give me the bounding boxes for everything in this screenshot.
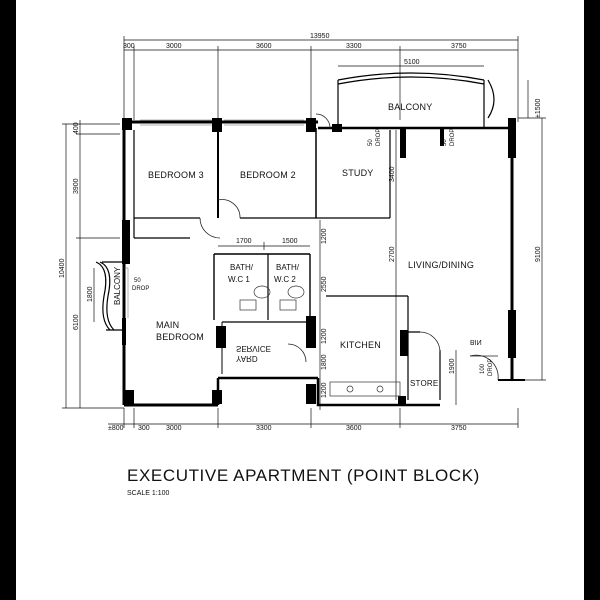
dim-bath-width-1: 1700 <box>236 238 252 245</box>
dim-center-1800: 1800 <box>321 354 328 370</box>
dim-bottom-6: 3750 <box>451 425 467 432</box>
room-label-yard: YARD <box>236 354 258 363</box>
door-swings <box>199 113 499 381</box>
dim-store-height: 1900 <box>449 358 456 374</box>
dim-bottom-1: ±800 <box>108 425 124 432</box>
dim-left-2: 3900 <box>73 178 80 194</box>
dim-study-height: 3400 <box>389 166 396 182</box>
dim-top-1: 300 <box>123 43 135 50</box>
dim-balcony-depth: ±1500 <box>535 98 542 118</box>
right-black-border <box>584 0 600 600</box>
dim-left-1: 400 <box>73 122 80 134</box>
dim-left-overall: 10400 <box>59 258 66 278</box>
dim-drop-b-label: DROP <box>450 129 456 146</box>
dim-top-4: 3300 <box>346 43 362 50</box>
dim-overall-top: 13950 <box>310 33 330 40</box>
dim-top-3: 3600 <box>256 43 272 50</box>
dim-top-5: 3750 <box>451 43 467 50</box>
dim-right: 9100 <box>535 246 542 262</box>
dim-drop-d-label: DROP <box>488 359 494 376</box>
dim-drop-d: 100 <box>480 363 486 374</box>
dim-center-1200c: 1200 <box>321 382 328 398</box>
fixtures <box>239 285 401 397</box>
dim-top-2: 3000 <box>166 43 182 50</box>
dim-center-1200a: 1200 <box>321 228 328 244</box>
dim-bottom-4: 3300 <box>256 425 272 432</box>
dim-bottom-3: 3000 <box>166 425 182 432</box>
windows <box>124 119 304 318</box>
room-label-bath2-line1: BATH/ <box>276 263 300 272</box>
left-black-border <box>0 0 16 600</box>
dim-center-2700: 2700 <box>389 246 396 262</box>
room-label-balcony-top: BALCONY <box>388 102 432 112</box>
room-label-main: MAIN <box>156 320 179 330</box>
dim-drop-c: 50 <box>134 278 141 284</box>
room-label-bin: BIN <box>470 338 482 345</box>
wall-posts <box>122 118 516 406</box>
dim-bottom-5: 3600 <box>346 425 362 432</box>
room-label-bath1-line2: W.C 1 <box>228 275 250 284</box>
dim-balcony-left: 1800 <box>87 286 94 302</box>
room-label-kitchen: KITCHEN <box>340 340 381 350</box>
room-label-bedroom-2: BEDROOM 2 <box>240 170 296 180</box>
dim-balcony-width: 5100 <box>404 59 420 66</box>
room-label-bath2-line2: W.C 2 <box>274 275 296 284</box>
room-label-study: STUDY <box>342 168 374 178</box>
balcony-top <box>337 72 495 128</box>
dim-drop-a-label: DROP <box>376 129 382 146</box>
dim-center-2550: 2550 <box>321 276 328 292</box>
dim-drop-b: 50 <box>442 139 448 146</box>
dimension-lines <box>62 36 546 428</box>
dim-bath-width-2: 1500 <box>282 238 298 245</box>
room-label-bath1-line1: BATH/ <box>230 263 254 272</box>
dim-drop-a: 50 <box>368 139 374 146</box>
dim-bottom-2: 300 <box>138 425 150 432</box>
plan-scale: SCALE 1:100 <box>127 490 170 497</box>
room-label-bedroom-3: BEDROOM 3 <box>148 170 204 180</box>
dim-drop-c-label: DROP <box>132 286 149 292</box>
room-label-store: STORE <box>410 379 438 388</box>
room-label-living-dining: LIVING/DINING <box>408 260 474 270</box>
room-label-bedroom: BEDROOM <box>156 332 204 342</box>
plan-title: EXECUTIVE APARTMENT (POINT BLOCK) <box>127 466 480 485</box>
dim-left-3: 6100 <box>73 314 80 330</box>
balcony-left <box>95 261 124 331</box>
room-label-balcony-left: BALCONY <box>113 266 122 305</box>
dim-center-1200b: 1200 <box>321 328 328 344</box>
room-label-service: SERVICE <box>236 344 271 353</box>
